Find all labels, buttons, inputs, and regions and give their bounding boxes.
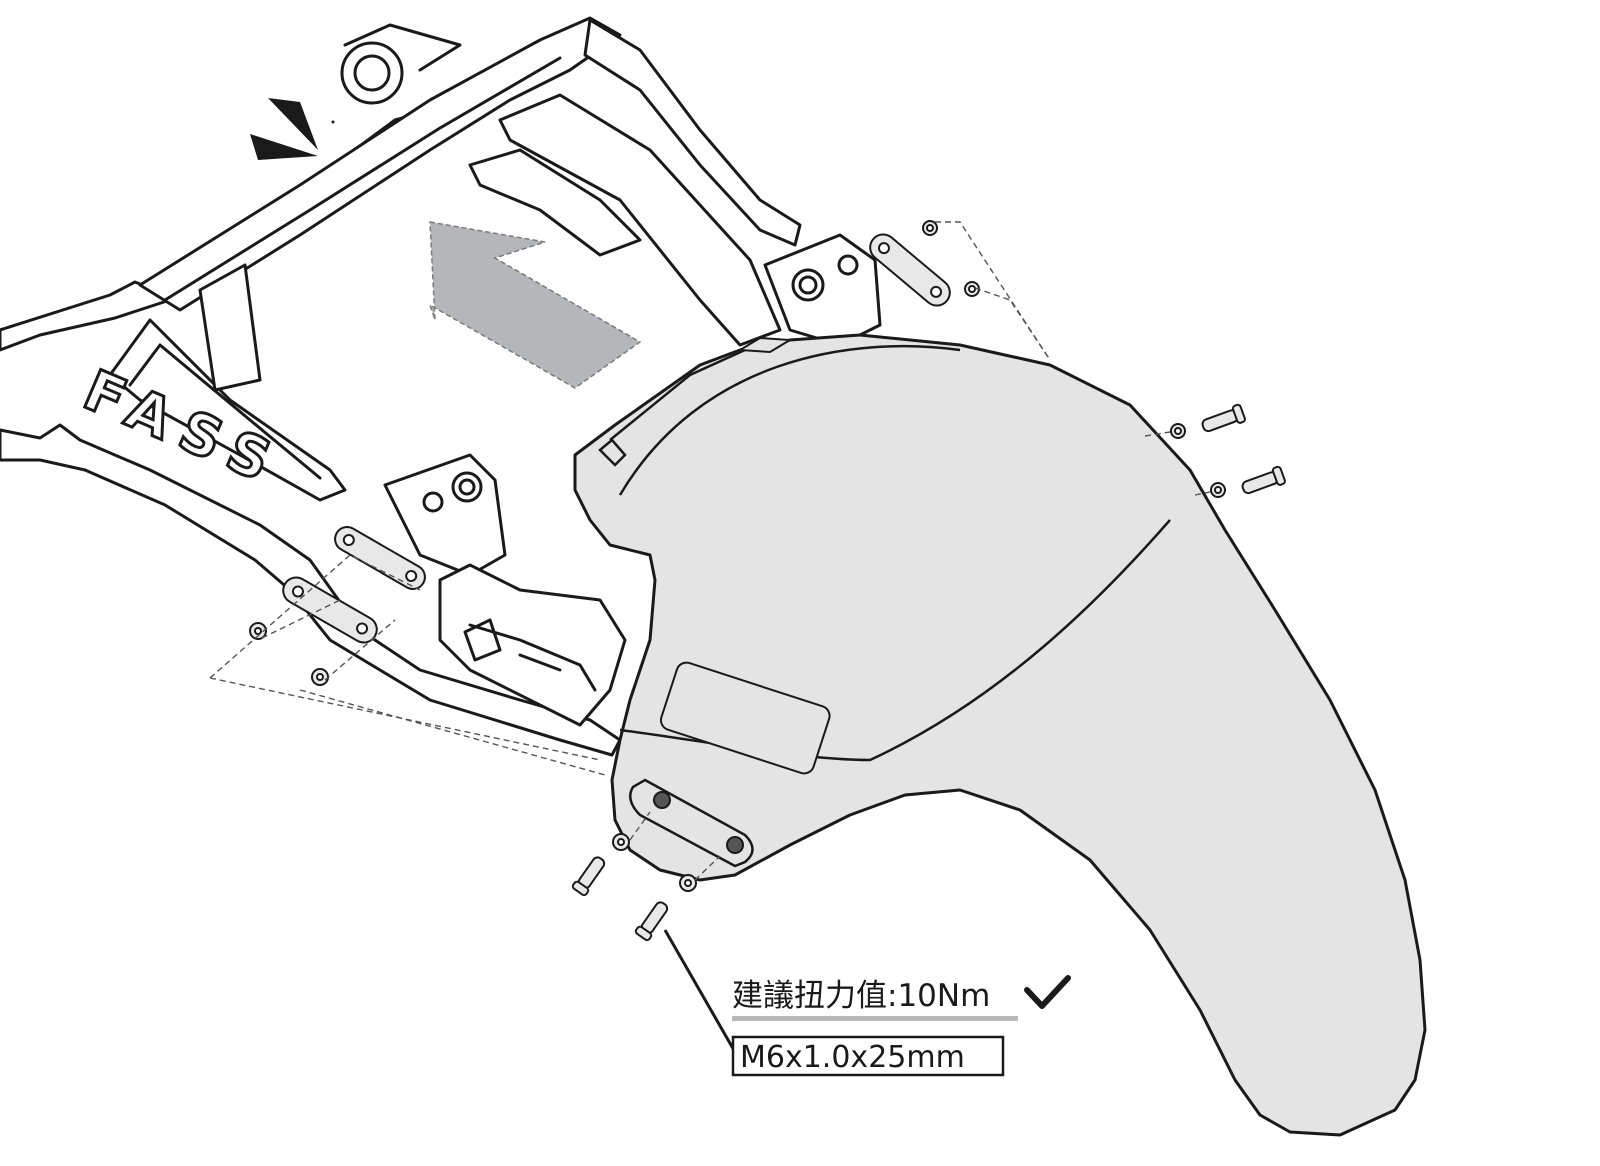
torque-callout: 建議扭力值:10Nm xyxy=(732,975,1071,1021)
washer-left-1 xyxy=(249,622,267,640)
hardware xyxy=(249,220,1286,942)
torque-label: 建議扭力值:10Nm xyxy=(732,978,990,1014)
washer-left-2 xyxy=(311,668,329,686)
spacer-left-lower xyxy=(282,576,378,644)
bolt-lower-2 xyxy=(634,901,669,942)
washer-right-4 xyxy=(1210,482,1226,498)
fender-bolt-hole xyxy=(726,836,744,854)
checkmark-icon xyxy=(1024,975,1071,1009)
bolt-right-lower xyxy=(1241,465,1286,495)
bolt-spec-label: M6x1.0x25mm xyxy=(740,1040,965,1075)
bolt-right-upper xyxy=(1201,403,1246,433)
spacer-right xyxy=(869,233,951,307)
fender-crease xyxy=(618,344,961,496)
washer-right-3 xyxy=(1170,423,1186,439)
washer-lower-2 xyxy=(679,874,697,892)
fender-label-recess xyxy=(659,661,831,775)
attention-mark-icon xyxy=(250,98,318,160)
subframe xyxy=(0,16,882,757)
torque-underline xyxy=(732,1016,1018,1021)
subframe-gusset-left xyxy=(108,318,347,502)
assembly-guide-lines xyxy=(209,221,1211,881)
washer-right-1 xyxy=(922,220,938,236)
subframe-right-rail xyxy=(583,18,802,247)
spacer-left-upper xyxy=(334,526,426,590)
bolt-lower-1 xyxy=(571,856,606,897)
rear-fender xyxy=(573,333,1427,1137)
bolt-spec-box xyxy=(731,1035,1005,1077)
fender-bolt-hole xyxy=(653,791,671,809)
install-direction-arrow-icon xyxy=(428,221,642,389)
callout-leader-line xyxy=(663,929,737,1053)
bolt-spec-callout: M6x1.0x25mm xyxy=(731,1035,1005,1077)
fender-body xyxy=(573,333,1427,1137)
washer-lower-1 xyxy=(612,833,630,851)
